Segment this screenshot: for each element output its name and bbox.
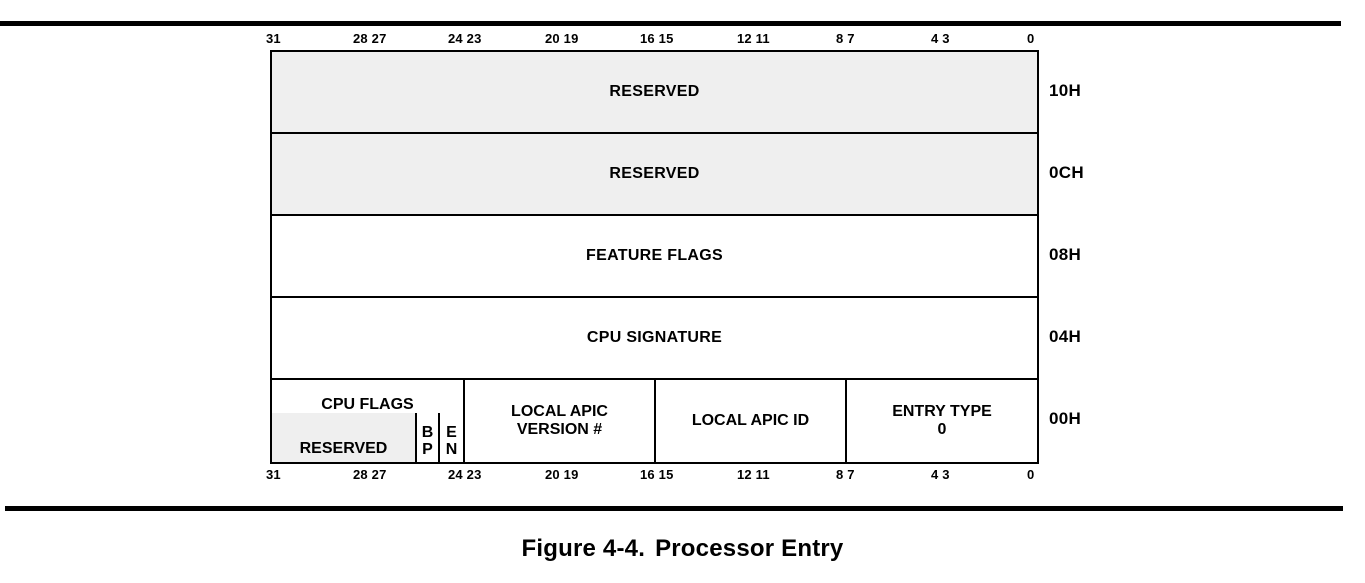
row-reserved-10h: RESERVED	[272, 52, 1037, 134]
bit-tick-bottom-31: 31	[266, 467, 281, 482]
bit-tick-bottom-24-23: 24 23	[448, 467, 482, 482]
offset-0ch: 0CH	[1049, 163, 1084, 182]
bit-tick-28-27: 28 27	[353, 31, 387, 46]
subfield-bp-letter-top: B	[421, 424, 434, 442]
page-rule-bottom	[5, 506, 1343, 511]
field-entry-type-value: 0	[937, 421, 947, 438]
page-rule-top	[0, 21, 1341, 26]
bit-tick-12-11: 12 11	[737, 31, 770, 46]
figure-caption: Figure 4-4. Processor Entry	[0, 535, 1365, 563]
field-local-apic-id-label: LOCAL APIC ID	[691, 411, 810, 429]
bit-tick-20-19: 20 19	[545, 31, 579, 46]
field-cpu-flags-subfields: RESERVED B P E N	[272, 413, 463, 462]
field-local-apic-version: LOCAL APIC VERSION #	[465, 380, 656, 462]
subfield-bp-letter-bottom: P	[422, 440, 433, 458]
bit-ruler-top: 31 28 27 24 23 20 19 16 15 12 11 8 7 4 3…	[266, 30, 1035, 48]
bit-tick-bottom-0: 0	[1027, 467, 1035, 482]
subfield-reserved: RESERVED	[272, 413, 417, 462]
offset-00h: 00H	[1049, 409, 1082, 428]
row-feature-flags: FEATURE FLAGS	[272, 216, 1037, 298]
row-label-feature-flags: FEATURE FLAGS	[586, 246, 723, 264]
offset-08h: 08H	[1049, 245, 1082, 264]
bit-tick-31: 31	[266, 31, 281, 46]
offset-10h: 10H	[1049, 81, 1082, 100]
offset-04h: 04H	[1049, 327, 1082, 346]
field-cpu-flags: CPU FLAGS RESERVED B P E N	[272, 380, 465, 462]
bit-tick-bottom-4-3: 4 3	[931, 467, 950, 482]
field-cpu-flags-title: CPU FLAGS	[321, 396, 414, 413]
bit-ruler-bottom: 31 28 27 24 23 20 19 16 15 12 11 8 7 4 3…	[266, 466, 1035, 484]
bit-tick-8-7: 8 7	[836, 31, 855, 46]
bit-tick-bottom-8-7: 8 7	[836, 467, 855, 482]
subfield-en-letter-bottom: N	[445, 440, 458, 458]
row-entry-00h: CPU FLAGS RESERVED B P E N LOCAL APIC	[272, 380, 1037, 462]
bit-tick-0: 0	[1027, 31, 1035, 46]
processor-entry-figure: 31 28 27 24 23 20 19 16 15 12 11 8 7 4 3…	[266, 30, 1084, 484]
bit-tick-bottom-12-11: 12 11	[737, 467, 770, 482]
field-entry-type-label: ENTRY TYPE	[892, 402, 992, 420]
bit-tick-bottom-16-15: 16 15	[640, 467, 674, 482]
field-local-apic-version-line1: LOCAL APIC	[511, 402, 608, 420]
subfield-en-letter-top: E	[446, 424, 457, 442]
figure-caption-title: Processor Entry	[655, 535, 844, 562]
row-reserved-0ch: RESERVED	[272, 134, 1037, 216]
bit-tick-bottom-28-27: 28 27	[353, 467, 387, 482]
subfield-bp-bit: B P	[417, 413, 440, 462]
bit-tick-16-15: 16 15	[640, 31, 674, 46]
figure-caption-label: Figure 4-4.	[521, 535, 646, 562]
offset-column: 10H 0CH 08H 04H 00H	[1049, 50, 1129, 460]
row-label-reserved-10h: RESERVED	[609, 82, 700, 100]
register-layout-box: RESERVED RESERVED FEATURE FLAGS CPU SIGN…	[270, 50, 1039, 464]
field-entry-type: ENTRY TYPE 0	[847, 380, 1037, 462]
field-local-apic-version-line2: VERSION #	[516, 421, 603, 438]
bit-tick-24-23: 24 23	[448, 31, 482, 46]
subfield-en-bit: E N	[440, 413, 463, 462]
row-cpu-signature: CPU SIGNATURE	[272, 298, 1037, 380]
row-label-reserved-0ch: RESERVED	[609, 164, 700, 182]
bit-tick-bottom-20-19: 20 19	[545, 467, 579, 482]
row-label-cpu-signature: CPU SIGNATURE	[586, 328, 723, 346]
field-local-apic-id: LOCAL APIC ID	[656, 380, 847, 462]
bit-tick-4-3: 4 3	[931, 31, 950, 46]
